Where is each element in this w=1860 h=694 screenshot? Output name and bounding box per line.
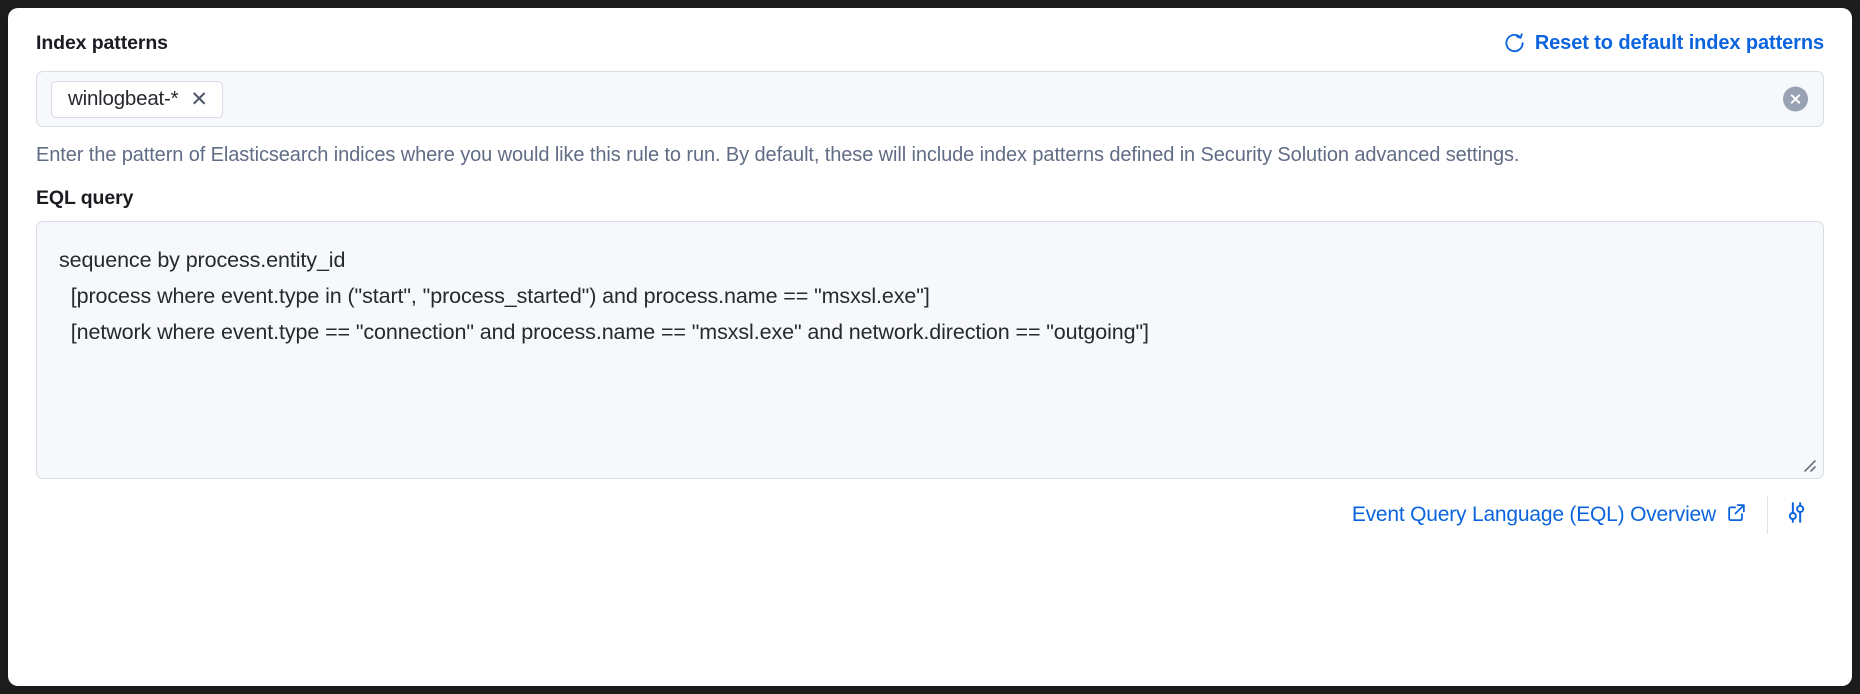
index-patterns-header: Index patterns Reset to default index pa…	[36, 26, 1824, 60]
eql-query-label: EQL query	[36, 187, 134, 209]
eql-query-header: EQL query	[36, 187, 1824, 210]
clear-all-icon[interactable]	[1783, 86, 1808, 112]
sliders-icon	[1784, 500, 1809, 530]
index-pattern-pill[interactable]: winlogbeat-* ✕	[51, 80, 223, 118]
reset-link-label: Reset to default index patterns	[1534, 31, 1824, 54]
resize-grip-icon[interactable]	[1798, 454, 1818, 474]
footer-divider	[1767, 496, 1768, 534]
eql-overview-link-label: Event Query Language (EQL) Overview	[1351, 503, 1716, 526]
index-patterns-help-text: Enter the pattern of Elasticsearch indic…	[36, 144, 1520, 166]
index-pattern-pill-label: winlogbeat-*	[68, 87, 179, 110]
eql-overview-link[interactable]: Event Query Language (EQL) Overview	[1352, 502, 1767, 529]
refresh-icon	[1503, 32, 1526, 55]
rule-query-panel: Index patterns Reset to default index pa…	[8, 8, 1852, 686]
eql-settings-button[interactable]	[1768, 493, 1824, 537]
eql-query-textarea[interactable]: sequence by process.entity_id [process w…	[36, 221, 1824, 479]
external-link-icon	[1726, 502, 1747, 529]
index-patterns-combobox[interactable]: winlogbeat-* ✕	[36, 71, 1824, 127]
eql-query-text: sequence by process.entity_id [process w…	[59, 248, 1149, 344]
reset-to-default-index-patterns-button[interactable]: Reset to default index patterns	[1503, 32, 1824, 55]
eql-footer: Event Query Language (EQL) Overview	[36, 479, 1824, 551]
index-patterns-label: Index patterns	[36, 31, 168, 54]
close-icon[interactable]: ✕	[190, 87, 208, 111]
